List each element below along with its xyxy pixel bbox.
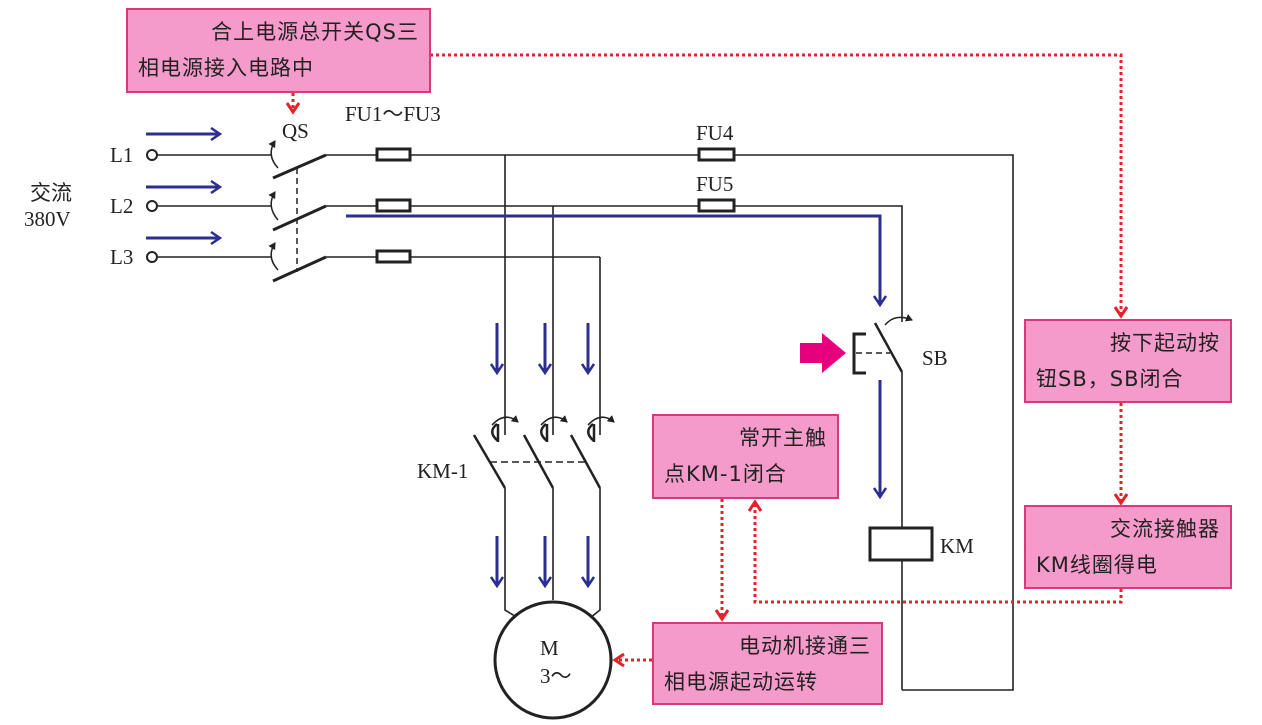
label-l1: L1 <box>110 143 133 167</box>
label-motor-phase: 3～ <box>540 664 572 688</box>
fuse-fu4 <box>697 147 736 162</box>
label-fu1-fu3: FU1～FU3 <box>345 102 441 126</box>
step-text: 交流接触器 <box>1110 517 1220 541</box>
step-text: 相电源起动运转 <box>664 670 818 694</box>
fuse-fu2 <box>375 198 412 213</box>
fuse-fu1 <box>375 147 412 162</box>
fuses <box>375 147 736 264</box>
label-km1: KM-1 <box>417 459 468 483</box>
fuse-fu3 <box>375 249 412 264</box>
terminal-l3 <box>146 251 158 263</box>
step-text: 电动机接通三 <box>739 634 871 658</box>
step-motor-start: 电动机接通三 相电源起动运转 <box>652 622 883 705</box>
sb-pushbutton <box>852 314 913 375</box>
flow-arrows <box>293 53 1121 660</box>
step-close-qs: 合上电源总开关QS三 相电源接入电路中 <box>126 8 431 93</box>
step-text: 合上电源总开关QS三 <box>211 20 419 44</box>
label-motor-m: M <box>540 636 559 660</box>
label-l2: L2 <box>110 194 133 218</box>
terminal-l1 <box>146 149 158 161</box>
push-arrow-icon <box>800 333 846 373</box>
step-text: 点KM-1闭合 <box>664 462 787 486</box>
step-text: 常开主触 <box>739 426 827 450</box>
label-fu5: FU5 <box>696 172 733 196</box>
qs-switch <box>268 140 327 283</box>
current-arrows <box>146 134 880 586</box>
step-km1-close: 常开主触 点KM-1闭合 <box>652 414 839 499</box>
label-km: KM <box>940 534 974 558</box>
wires <box>157 154 1014 691</box>
label-sb: SB <box>922 346 948 370</box>
step-text: 按下起动按 <box>1110 331 1220 355</box>
label-fu4: FU4 <box>696 121 734 145</box>
step-text: KM线圈得电 <box>1036 553 1158 577</box>
label-supply: 交流 <box>30 181 72 205</box>
step-text: 钮SB，SB闭合 <box>1036 367 1184 391</box>
label-l3: L3 <box>110 245 133 269</box>
step-press-sb: 按下起动按 钮SB，SB闭合 <box>1024 319 1232 403</box>
km-coil <box>868 526 934 562</box>
fuse-fu5 <box>697 198 736 213</box>
label-qs: QS <box>282 119 309 143</box>
km1-contacts <box>472 415 615 489</box>
label-voltage: 380V <box>24 207 71 231</box>
terminal-l2 <box>146 200 158 212</box>
terminals <box>146 149 158 263</box>
motor <box>493 600 613 720</box>
step-coil-energized: 交流接触器 KM线圈得电 <box>1024 505 1232 589</box>
step-text: 相电源接入电路中 <box>138 56 314 80</box>
